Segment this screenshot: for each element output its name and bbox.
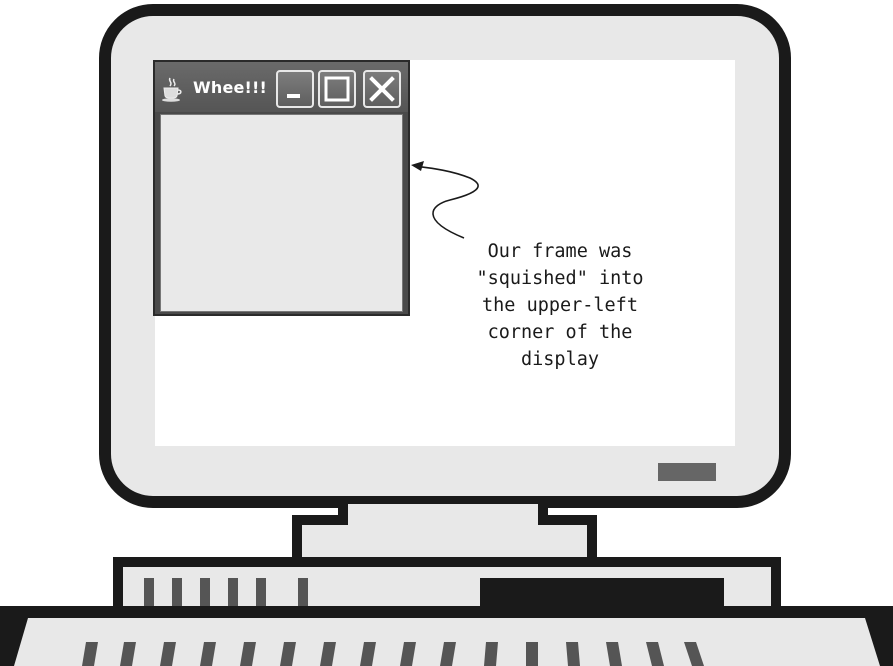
annotation-line: corner of the (440, 319, 680, 346)
monitor-stand (297, 504, 592, 562)
frame-title: Whee!!! (193, 78, 267, 97)
minimize-button[interactable] (276, 70, 314, 108)
close-icon (365, 72, 399, 106)
power-light (658, 463, 716, 481)
close-button[interactable] (363, 70, 401, 108)
frame-title-bar[interactable]: Whee!!! (155, 62, 408, 112)
annotation-line: display (440, 346, 680, 373)
annotation-line: the upper-left (440, 292, 680, 319)
maximize-button[interactable] (318, 70, 356, 108)
annotation-line: "squished" into (440, 265, 680, 292)
frame-content-area[interactable] (160, 114, 403, 312)
annotation-line: Our frame was (440, 238, 680, 265)
annotation-callout: Our frame was "squished" into the upper-… (440, 238, 680, 373)
maximize-icon (320, 72, 354, 106)
java-coffee-cup-icon (161, 76, 183, 102)
keyboard (0, 606, 893, 666)
minimize-icon (278, 72, 312, 106)
java-frame-window[interactable]: Whee!!! (153, 60, 410, 316)
